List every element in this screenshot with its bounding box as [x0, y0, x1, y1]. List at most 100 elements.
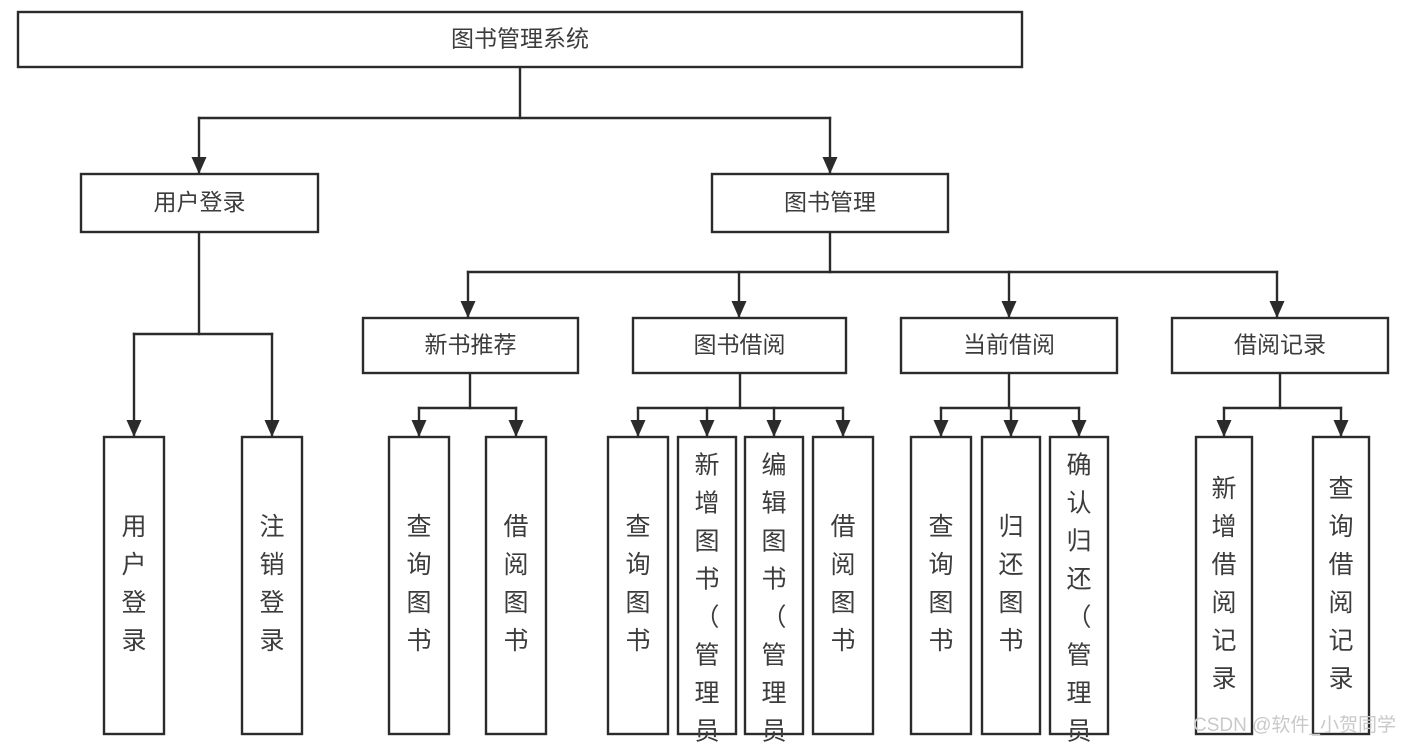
node-label-char: 归: [998, 513, 1023, 541]
node-label-char: 借: [830, 513, 855, 541]
node-label-char: 书: [694, 566, 719, 594]
node-label-char: 书: [830, 627, 855, 655]
node-label: 图书借阅: [694, 332, 786, 358]
node-label-char: 增: [694, 490, 719, 518]
node-label-char: 登: [121, 589, 146, 617]
node-label-char: 查: [1328, 475, 1353, 503]
node-label-char: 录: [259, 627, 284, 655]
node-label-char: 借: [1328, 551, 1353, 579]
node-label-char: 借: [503, 513, 528, 541]
node-label-char: 员: [694, 718, 719, 746]
node-label-char: 图: [625, 589, 650, 617]
node-label-char: 图: [928, 589, 953, 617]
node-label: 用户登录: [154, 189, 246, 215]
connector-layer: [126, 65, 1349, 438]
node-label-char: 借: [1211, 551, 1236, 579]
connector-current-borrow: [933, 371, 1087, 438]
node-label-char: 图: [998, 589, 1023, 617]
node-label-char: 归: [1066, 528, 1091, 556]
node-label-char: 员: [1066, 718, 1091, 746]
node-label-char: 注: [259, 513, 284, 541]
node-label-char: 阅: [1211, 589, 1236, 617]
node-label-char: 询: [406, 551, 431, 579]
node-label: 图书管理系统: [451, 26, 589, 52]
node-label-char: 还: [998, 551, 1023, 579]
node-label-char: 录: [121, 627, 146, 655]
node-label-char: 询: [625, 551, 650, 579]
node-label-char: 户: [121, 551, 146, 579]
node-label-char: 书: [406, 627, 431, 655]
connector-borrow-record: [1216, 371, 1349, 438]
node-label-char: 书: [761, 566, 786, 594]
node-label-char: 新: [694, 452, 719, 480]
node-label-char: 书: [998, 627, 1023, 655]
node-label-char: 认: [1066, 490, 1091, 518]
node-label-char: 理: [761, 680, 786, 708]
node-label-char: 管: [694, 642, 719, 670]
node-book-management[interactable]: 图书管理: [710, 172, 950, 234]
node-user-login[interactable]: 用户登录: [79, 172, 320, 234]
node-leaf-user-login[interactable]: 用户登录: [102, 435, 166, 736]
node-label-char: 还: [1066, 566, 1091, 594]
node-label: 新书推荐: [425, 332, 517, 358]
node-label-char: （: [694, 604, 719, 632]
node-label-char: （: [761, 604, 786, 632]
node-label-char: 管: [1066, 642, 1091, 670]
node-label-char: 增: [1211, 513, 1236, 541]
node-label: 借阅记录: [1234, 332, 1326, 358]
node-label-char: 理: [694, 680, 719, 708]
node-label-char: 阅: [830, 551, 855, 579]
node-label-char: 书: [503, 627, 528, 655]
node-label-char: 销: [259, 551, 284, 579]
node-label-char: 用: [121, 513, 146, 541]
node-label-char: 书: [928, 627, 953, 655]
node-label-char: 编: [761, 452, 786, 480]
node-label-char: 图: [694, 528, 719, 556]
node-label-char: 图: [406, 589, 431, 617]
connector-book-management: [460, 230, 1285, 319]
watermark-label: CSDN @软件_小贺同学: [1193, 714, 1396, 736]
node-label-char: 查: [406, 513, 431, 541]
node-label-char: 图: [830, 589, 855, 617]
node-label: 图书管理: [784, 189, 876, 215]
node-label-char: 录: [1328, 665, 1353, 693]
node-label-char: 确: [1066, 452, 1091, 480]
node-label-char: 登: [259, 589, 284, 617]
node-new-book-recommend[interactable]: 新书推荐: [361, 316, 580, 375]
node-label-char: 记: [1328, 627, 1353, 655]
node-label-char: （: [1066, 604, 1091, 632]
node-label-char: 员: [761, 718, 786, 746]
node-root[interactable]: 图书管理系统: [16, 10, 1024, 69]
connector-root: [191, 65, 838, 175]
node-label: 当前借阅: [963, 332, 1055, 358]
node-label-char: 理: [1066, 680, 1091, 708]
node-label-char: 管: [761, 642, 786, 670]
connector-new-book-recommend: [411, 371, 524, 438]
node-label-char: 录: [1211, 665, 1236, 693]
node-label-char: 阅: [1328, 589, 1353, 617]
connector-book-borrow: [630, 371, 851, 438]
connector-user-login: [126, 230, 280, 438]
node-label-char: 查: [928, 513, 953, 541]
node-label-char: 图: [503, 589, 528, 617]
node-borrow-record[interactable]: 借阅记录: [1170, 316, 1390, 375]
node-layer: 图书管理系统用户登录图书管理新书推荐图书借阅当前借阅借阅记录用户登录注销登录查询…: [16, 10, 1390, 747]
node-label-char: 书: [625, 627, 650, 655]
node-label-char: 询: [928, 551, 953, 579]
node-book-borrow[interactable]: 图书借阅: [631, 316, 848, 375]
node-current-borrow[interactable]: 当前借阅: [899, 316, 1119, 375]
